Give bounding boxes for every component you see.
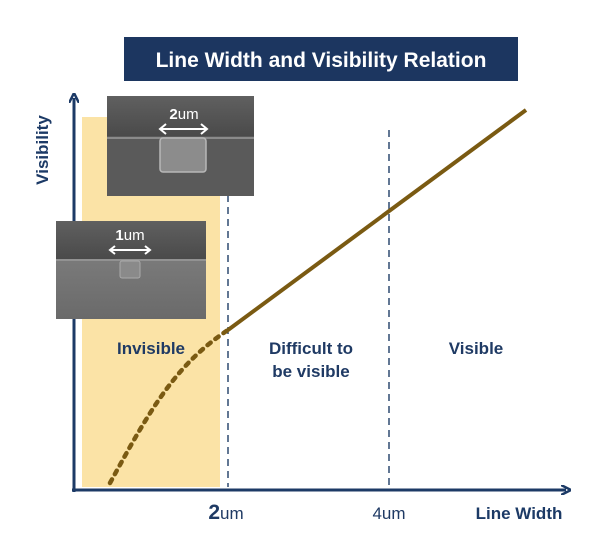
- sem-2um-line-feature: [159, 137, 207, 173]
- tick-label-4um: 4um: [372, 504, 405, 523]
- region-label-invisible: Invisible: [117, 339, 185, 358]
- visibility-curve-solid: [226, 108, 528, 332]
- sem-image-2um: 2um: [107, 96, 254, 196]
- sem-1um-arrow-left-icon: [108, 245, 116, 255]
- title-banner: Line Width and Visibility Relation: [124, 37, 518, 81]
- sem-2um-arrow-right-icon: [200, 123, 209, 135]
- x-axis-label: Line Width: [476, 504, 563, 523]
- y-axis-label: Visibility: [33, 115, 52, 185]
- sem-2um-number: 2: [169, 106, 177, 123]
- region-label-difficult-line2: be visible: [272, 362, 349, 381]
- region-label-visible: Visible: [449, 339, 504, 358]
- tick-label-2um: 2um: [208, 501, 243, 524]
- tick-2um-number: 2: [208, 501, 220, 524]
- sem-1um-label: 1um: [115, 227, 144, 244]
- diagram-title: Line Width and Visibility Relation: [156, 49, 487, 72]
- sem-1um-number: 1: [115, 227, 123, 244]
- sem-image-1um: 1um: [56, 221, 206, 319]
- sem-2um-label: 2um: [169, 106, 198, 123]
- visibility-curve-dotted: [107, 327, 231, 486]
- sem-1um-top-layer: [56, 221, 206, 259]
- sem-1um-unit: um: [124, 227, 145, 244]
- sem-2um-arrow-left-icon: [158, 123, 167, 135]
- tick-2um-unit: um: [220, 504, 244, 523]
- sem-2um-unit: um: [178, 106, 199, 123]
- title-background: [124, 37, 518, 81]
- sem-1um-arrow-right-icon: [144, 245, 152, 255]
- region-label-difficult-line1: Difficult to: [269, 339, 353, 358]
- sem-1um-line-feature: [119, 260, 141, 279]
